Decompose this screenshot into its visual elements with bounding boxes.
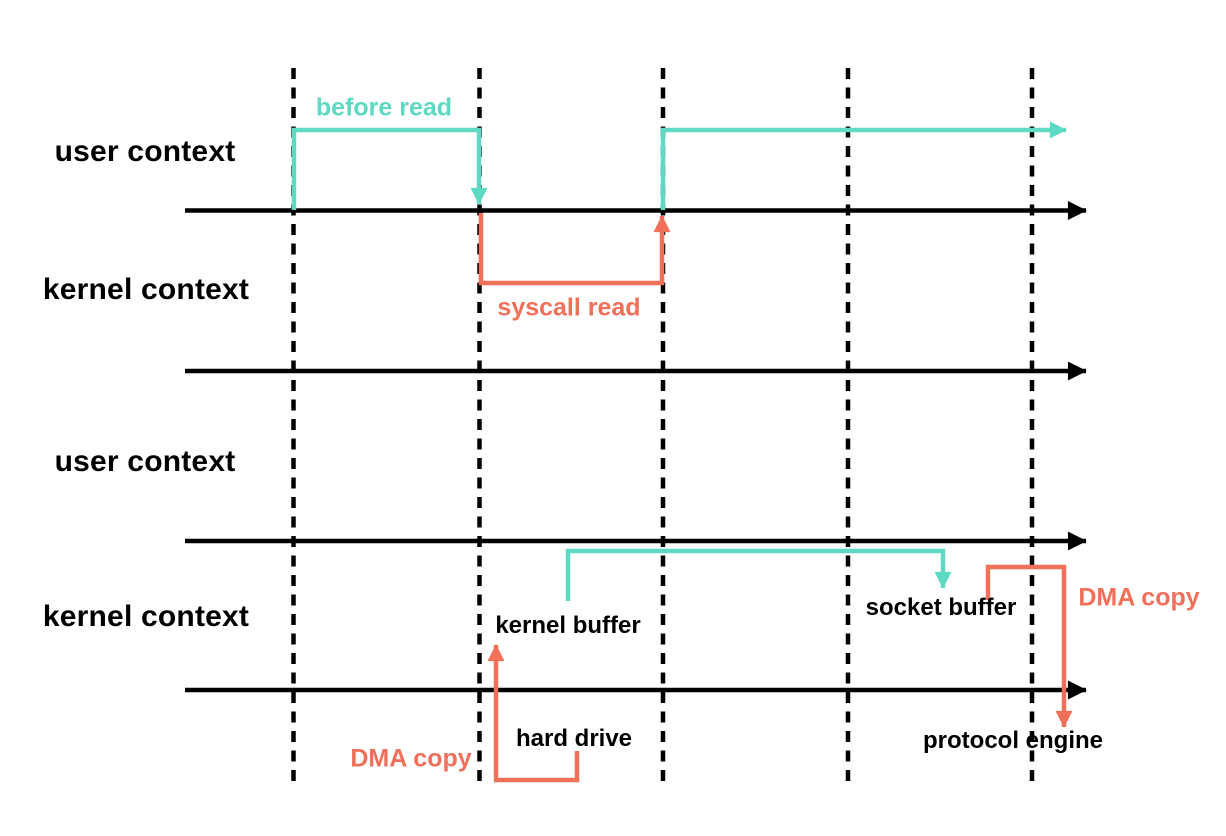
flow-dma-disk-copy	[487, 644, 580, 783]
flow-kernel-to-socket	[565, 548, 952, 601]
flow-syscall-read	[478, 213, 671, 286]
hard-drive-label: hard drive	[515, 725, 633, 752]
protocol-engine-label: protocol engine	[923, 727, 1103, 754]
flow-dma-nic-copy	[985, 564, 1073, 728]
dma-copy-nic-label: DMA copy	[1078, 583, 1200, 612]
row-label-kernel-context-2: kernel context	[42, 600, 250, 633]
syscall-read-label: syscall read	[497, 293, 641, 322]
row-label-user-context-2: user context	[54, 445, 236, 478]
row-label-kernel-context-1: kernel context	[42, 273, 250, 306]
socket-buffer-label: socket buffer	[865, 594, 1017, 621]
before-read-label: before read	[315, 93, 453, 122]
flow-before-read	[291, 127, 488, 210]
kernel-buffer-label: kernel buffer	[495, 612, 641, 639]
row-label-user-context-1: user context	[54, 135, 236, 168]
flow-after-read	[660, 121, 1067, 210]
dma-copy-disk-label: DMA copy	[350, 744, 472, 773]
